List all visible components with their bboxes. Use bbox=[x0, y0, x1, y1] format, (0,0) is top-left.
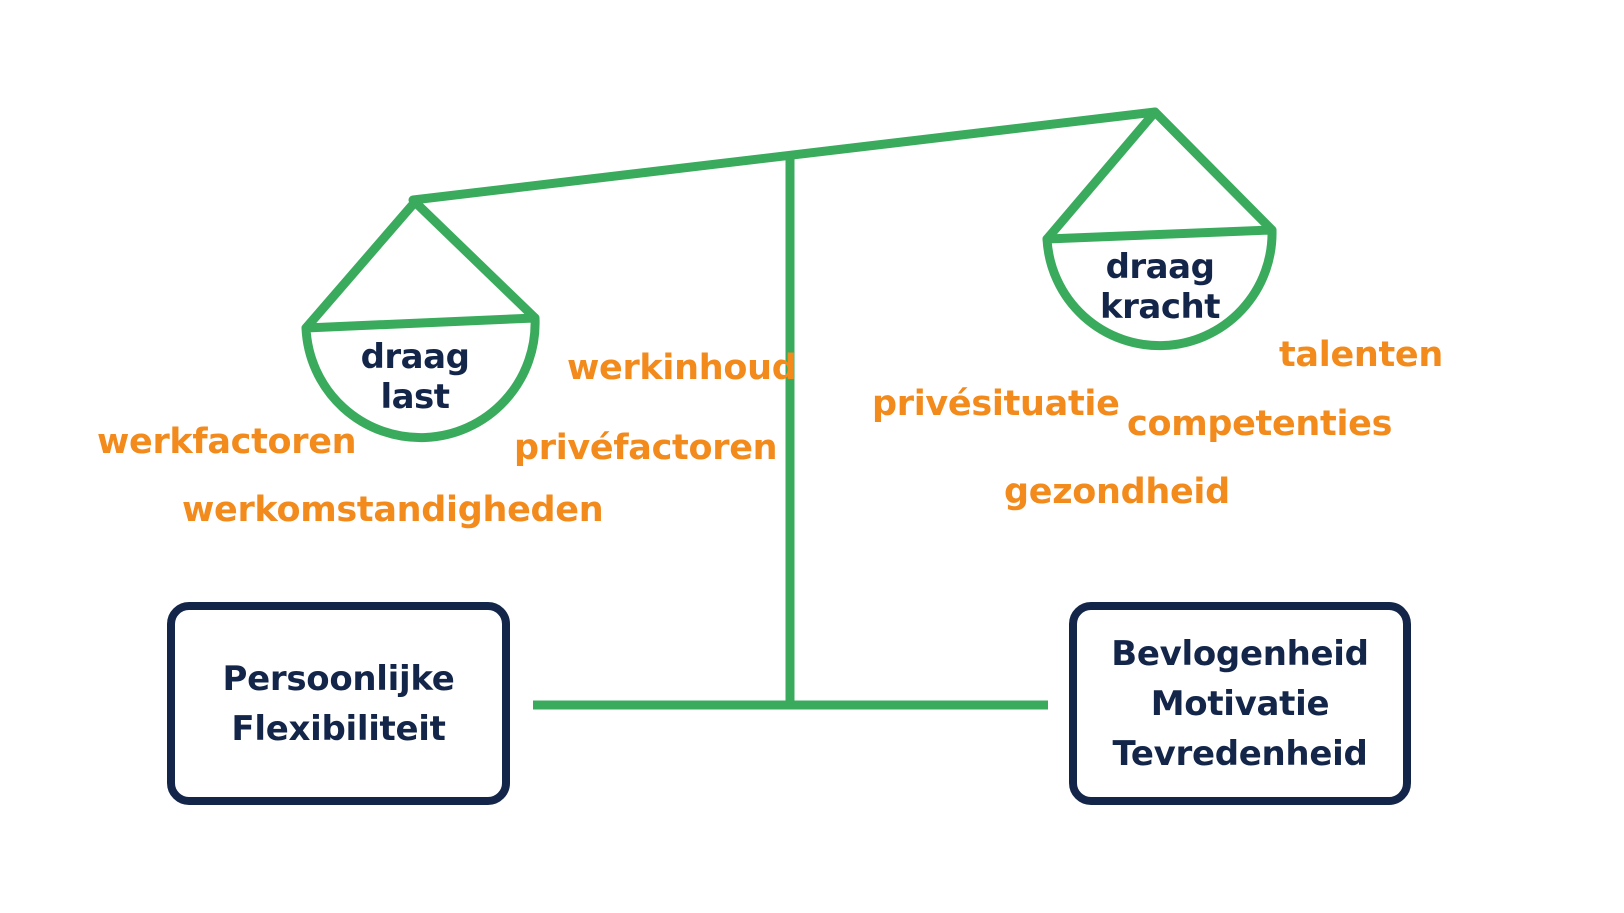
right-pan-label: draag kracht bbox=[1090, 247, 1230, 327]
factor-werkomstandigheden: werkomstandigheden bbox=[182, 490, 604, 530]
factor-werkfactoren: werkfactoren bbox=[97, 422, 357, 462]
left-pan-bowl bbox=[301, 313, 540, 443]
factor-privesituatie: privésituatie bbox=[872, 384, 1120, 424]
scale-beam bbox=[408, 107, 1160, 205]
left-box-line2: Flexibiliteit bbox=[231, 708, 446, 749]
left-box-line1: Persoonlijke bbox=[222, 658, 455, 699]
left-pan-label-line2: last bbox=[380, 377, 450, 417]
factor-werkinhoud: werkinhoud bbox=[567, 348, 797, 388]
factor-competenties: competenties bbox=[1127, 404, 1393, 444]
right-box-line3: Tevredenheid bbox=[1112, 733, 1368, 774]
right-pan-label-line2: kracht bbox=[1100, 287, 1220, 327]
right-pan-bowl bbox=[1042, 225, 1277, 351]
factor-talenten: talenten bbox=[1279, 335, 1443, 375]
right-box-line2: Motivatie bbox=[1150, 683, 1330, 724]
left-pan-label-line1: draag bbox=[360, 337, 470, 377]
left-pan-label: draag last bbox=[345, 337, 485, 417]
right-box-line1: Bevlogenheid bbox=[1111, 633, 1369, 674]
left-pan-strings bbox=[301, 197, 540, 333]
right-pan-label-line1: draag bbox=[1105, 247, 1215, 287]
factor-gezondheid: gezondheid bbox=[1004, 472, 1230, 512]
right-pan-strings bbox=[1042, 107, 1277, 244]
engagement-box: Bevlogenheid Motivatie Tevredenheid bbox=[1069, 602, 1411, 805]
factor-privefactoren: privéfactoren bbox=[514, 428, 778, 468]
personal-flexibility-box: Persoonlijke Flexibiliteit bbox=[167, 602, 510, 805]
